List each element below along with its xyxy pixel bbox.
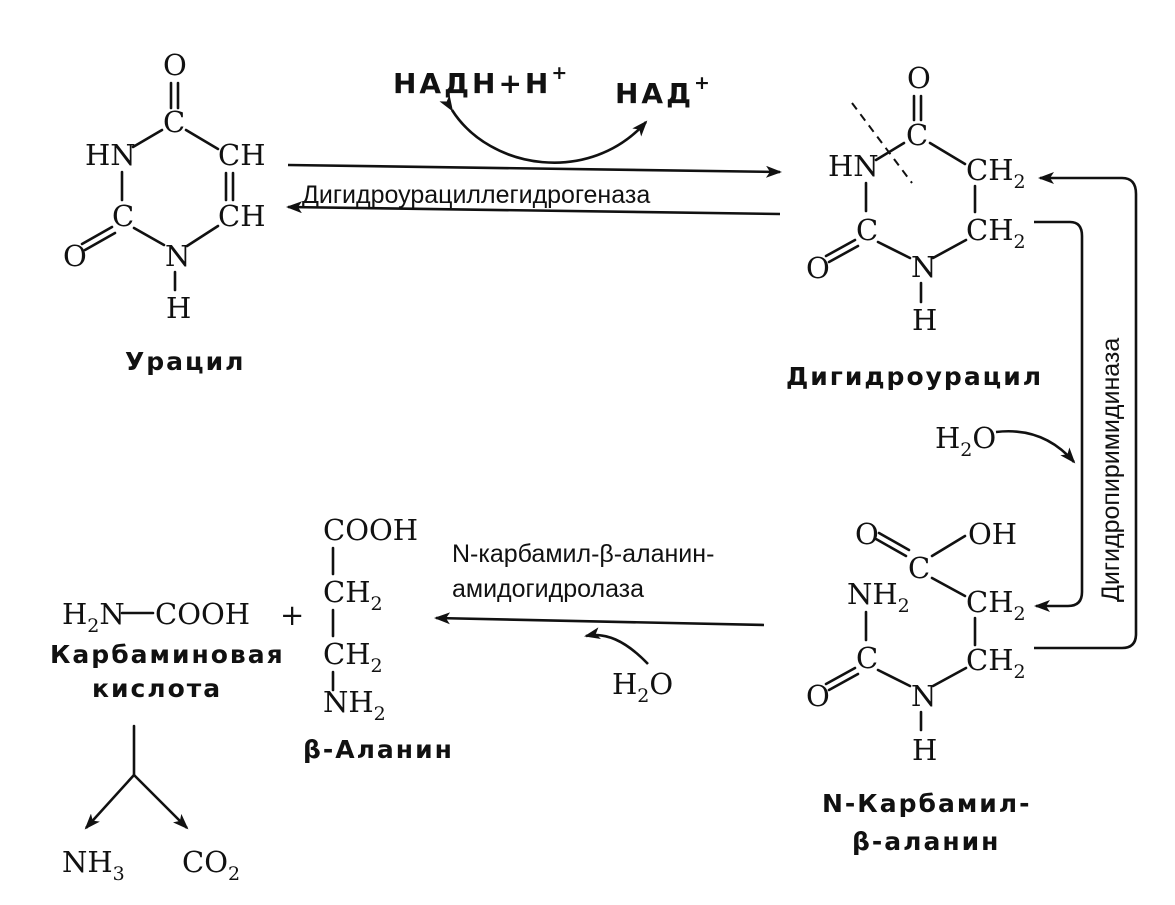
dehydrogenase-label: Дигидроурациллегидрогеназа bbox=[302, 181, 650, 209]
carbamyl-caption-line1: N-Карбамил- bbox=[822, 789, 1031, 818]
dihydrouracil-bond-n1-c6 bbox=[931, 238, 968, 260]
dihydrouracil-atom-n1: N bbox=[911, 250, 936, 284]
beta-alanine-cooh: COOH bbox=[323, 513, 418, 547]
dihydrouracil-bond-c2-n1 bbox=[876, 240, 912, 260]
dihydrouracil-bond-c2-o-a bbox=[824, 238, 857, 258]
carbamyl-atom-n: N bbox=[911, 679, 936, 713]
amidohydrolase-arrow bbox=[434, 612, 765, 627]
decomposition-arrow-left bbox=[84, 774, 135, 830]
carbamic-acid-caption-line2: кислота bbox=[92, 674, 222, 703]
water-arrow-2 bbox=[995, 429, 1076, 464]
carbamyl-bond-c-o-left-b bbox=[827, 672, 860, 692]
uracil-atom-ch5: CH bbox=[218, 138, 265, 172]
dihydrouracil-structure: O C HN CH2 CH2 C O N H Дигидроурацил bbox=[786, 61, 1043, 391]
uracil-atom-ch6: CH bbox=[218, 199, 265, 233]
dihydrouracil-bond-c4-n3 bbox=[874, 141, 906, 162]
amidohydrolase-label-line2: амидогидролаза bbox=[452, 575, 644, 603]
carbamyl-bond-c-ch2 bbox=[930, 576, 967, 598]
dihydropyrimidinase-label: Дигидропиримидиназа bbox=[1097, 338, 1125, 602]
hydrolysis-forward-arrow bbox=[1034, 220, 1084, 612]
dihydrouracil-bond-c2-o-b bbox=[827, 244, 860, 264]
uracil-atom-o-left: O bbox=[63, 239, 87, 273]
uracil-bond-c2-o-a bbox=[80, 225, 114, 246]
dihydrouracil-atom-ch2-a: CH2 bbox=[966, 153, 1026, 193]
dihydrouracil-atom-o-left: O bbox=[806, 251, 830, 285]
carbamyl-bond-c-oh bbox=[930, 534, 967, 558]
dihydrouracil-atom-hn: HN bbox=[828, 149, 879, 183]
carbamyl-bond-n-ch2 bbox=[931, 666, 968, 688]
beta-alanine-ch2-b: CH2 bbox=[323, 637, 383, 677]
plus-sign: + bbox=[280, 598, 304, 632]
uracil-structure: O C HN CH CH C O N H Урацил bbox=[63, 48, 265, 376]
carbon-dioxide-product: CO2 bbox=[182, 845, 240, 885]
uracil-bond-n1-c6 bbox=[185, 224, 220, 248]
uracil-bond-c2-o-b bbox=[83, 231, 117, 252]
uracil-bond-c2-n1 bbox=[132, 226, 166, 247]
carbamyl-atom-ch2-a: CH2 bbox=[966, 585, 1026, 625]
dihydrouracil-atom-h: H bbox=[912, 303, 937, 337]
beta-alanine-ch2-a: CH2 bbox=[323, 575, 383, 615]
amidohydrolase-label-line1: N-карбамил-β-аланин- bbox=[452, 540, 714, 568]
carbamic-acid-cooh: COOH bbox=[155, 597, 250, 631]
carbamic-acid: H2N COOH Карбаминовая кислота NH3 CO2 bbox=[50, 597, 285, 885]
uracil-atom-c2: C bbox=[112, 199, 134, 233]
hydrolysis-reverse-arrow bbox=[1034, 172, 1138, 650]
carbamyl-atom-oh: OH bbox=[968, 517, 1017, 551]
carbamic-acid-caption-line1: Карбаминовая bbox=[50, 640, 285, 669]
water-reactant-3: H2O bbox=[612, 667, 673, 707]
beta-alanine-caption: β-Аланин bbox=[303, 735, 454, 764]
dihydrouracil-bond-c4-c5 bbox=[928, 141, 967, 166]
carbamyl-bond-c-n bbox=[876, 668, 912, 688]
carbamyl-alanine-structure: O C OH CH2 CH2 NH2 C O N H N-Карбамил- β… bbox=[806, 517, 1031, 856]
cofactor-curved-arrow bbox=[439, 94, 648, 164]
carbamyl-atom-h: H bbox=[912, 733, 937, 767]
uracil-atom-c4: C bbox=[163, 105, 185, 139]
carbamyl-atom-c-acid: C bbox=[908, 551, 930, 585]
forward-arrow bbox=[287, 163, 782, 178]
reaction1-arrows: НАДН+Н+ НАД+ Дигидроурациллегидрогеназа bbox=[286, 62, 782, 216]
carbamyl-atom-o-left: O bbox=[806, 679, 830, 713]
reaction3-arrows: N-карбамил-β-аланин- амидогидролаза H2O bbox=[434, 540, 765, 707]
carbamyl-caption-line2: β-аланин bbox=[852, 827, 1000, 856]
uracil-atom-n1: N bbox=[165, 239, 190, 273]
cleavage-dashed-line bbox=[851, 102, 913, 184]
beta-alanine-nh2: NH2 bbox=[323, 685, 386, 725]
carbamyl-bond-c-o-a bbox=[874, 537, 908, 558]
uracil-bond-c4-n3 bbox=[131, 128, 164, 149]
ammonia-product: NH3 bbox=[62, 845, 125, 885]
uracil-atom-hn: HN bbox=[85, 138, 136, 172]
carbamyl-bond-c-o-b bbox=[877, 531, 911, 552]
uracil-atom-h: H bbox=[166, 291, 191, 325]
reverse-arrow bbox=[286, 201, 781, 216]
reaction2-arrows: Дигидропиримидиназа H2O bbox=[935, 172, 1138, 650]
cofactor-nad: НАД+ bbox=[615, 72, 713, 110]
carbamyl-atom-nh2: NH2 bbox=[847, 577, 910, 617]
dihydrouracil-atom-ch2-b: CH2 bbox=[966, 213, 1026, 253]
uracil-caption: Урацил bbox=[125, 347, 245, 376]
water-reactant-2: H2O bbox=[935, 421, 996, 461]
beta-alanine: COOH CH2 CH2 NH2 β-Аланин bbox=[303, 513, 454, 764]
uracil-atom-o-top: O bbox=[163, 48, 187, 82]
cofactor-nadh: НАДН+Н+ bbox=[393, 62, 570, 100]
dihydrouracil-atom-o-top: O bbox=[907, 61, 931, 95]
water-arrow-3 bbox=[584, 627, 649, 665]
carbamyl-atom-ch2-b: CH2 bbox=[966, 643, 1026, 683]
carbamyl-atom-o: O bbox=[855, 517, 879, 551]
carbamyl-bond-c-o-left-a bbox=[824, 666, 857, 686]
carbamic-acid-formula: H2N bbox=[62, 597, 125, 637]
dihydrouracil-atom-c2: C bbox=[856, 213, 878, 247]
carbamyl-atom-c: C bbox=[856, 641, 878, 675]
dihydrouracil-atom-c4: C bbox=[906, 118, 928, 152]
uracil-bond-c4-c5 bbox=[184, 128, 220, 151]
decomposition-arrow-right bbox=[133, 774, 189, 830]
dihydrouracil-caption: Дигидроурацил bbox=[786, 362, 1043, 391]
